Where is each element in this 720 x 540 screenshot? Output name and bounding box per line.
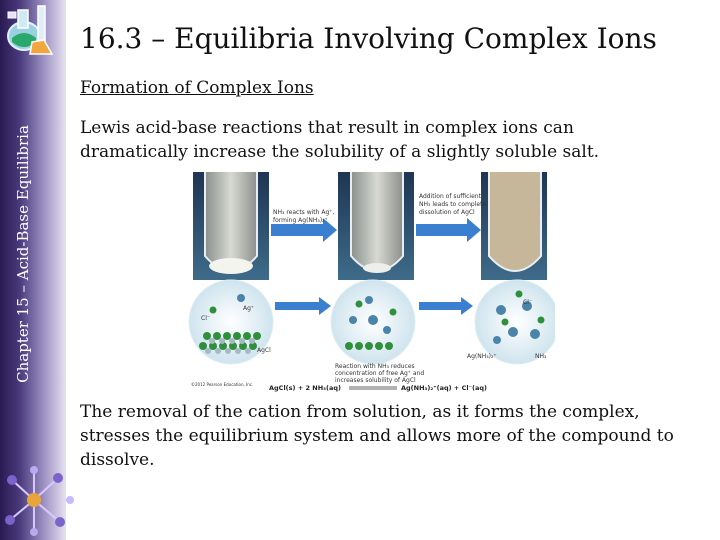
arrow1-line2: forming Ag(NH₃)₂⁺: [273, 217, 328, 224]
arrow2-line3: dissolution of AgCl: [419, 209, 475, 216]
slide-subtitle: Formation of Complex Ions: [80, 78, 314, 98]
arrow-1: [271, 218, 337, 242]
equation-right: Ag(NH₃)₂⁺(aq) + Cl⁻(aq): [401, 384, 487, 392]
label-cl-left: Cl⁻: [201, 315, 210, 322]
label-ag: Ag⁺: [243, 305, 254, 312]
arrow2-line1: Addition of sufficient: [419, 193, 482, 200]
chapter-label: Chapter 15 – Acid-Base Equilibria: [14, 125, 32, 383]
arrow-2: [416, 218, 481, 242]
center-caption-line3: increases solubility of AgCl: [335, 377, 416, 384]
equation-left: AgCl(s) + 2 NH₃(aq): [269, 384, 341, 392]
molecule-icon: [5, 466, 74, 536]
label-cl-right: Cl⁻: [523, 299, 532, 306]
center-caption-line2: concentration of free Ag⁺ and: [335, 370, 424, 377]
center-caption-line1: Reaction with NH₃ reduces: [335, 363, 415, 370]
label-nh3: NH₃: [535, 353, 547, 360]
paragraph-removal: The removal of the cation from solution,…: [80, 402, 674, 470]
chemistry-flasks-logo: [7, 5, 54, 55]
label-agcl: AgCl: [257, 347, 271, 354]
arrow2-line2: NH₃ leads to complete: [419, 201, 486, 208]
chapter-label-container: Chapter 15 – Acid-Base Equilibria: [6, 125, 40, 383]
label-complex: Ag(NH₃)₂⁺: [467, 353, 497, 360]
sidebar: Chapter 15 – Acid-Base Equilibria: [0, 0, 74, 540]
paragraph-solubility: Lewis acid-base reactions that result in…: [80, 118, 600, 162]
slide-title: 16.3 – Equilibria Involving Complex Ions: [80, 22, 657, 55]
complex-ion-figure: NH₃ reacts with Ag⁺, forming Ag(NH₃)₂⁺ A…: [188, 172, 555, 392]
copyright: ©2012 Pearson Education, Inc.: [191, 382, 253, 387]
arrow1-line1: NH₃ reacts with Ag⁺,: [273, 209, 334, 216]
